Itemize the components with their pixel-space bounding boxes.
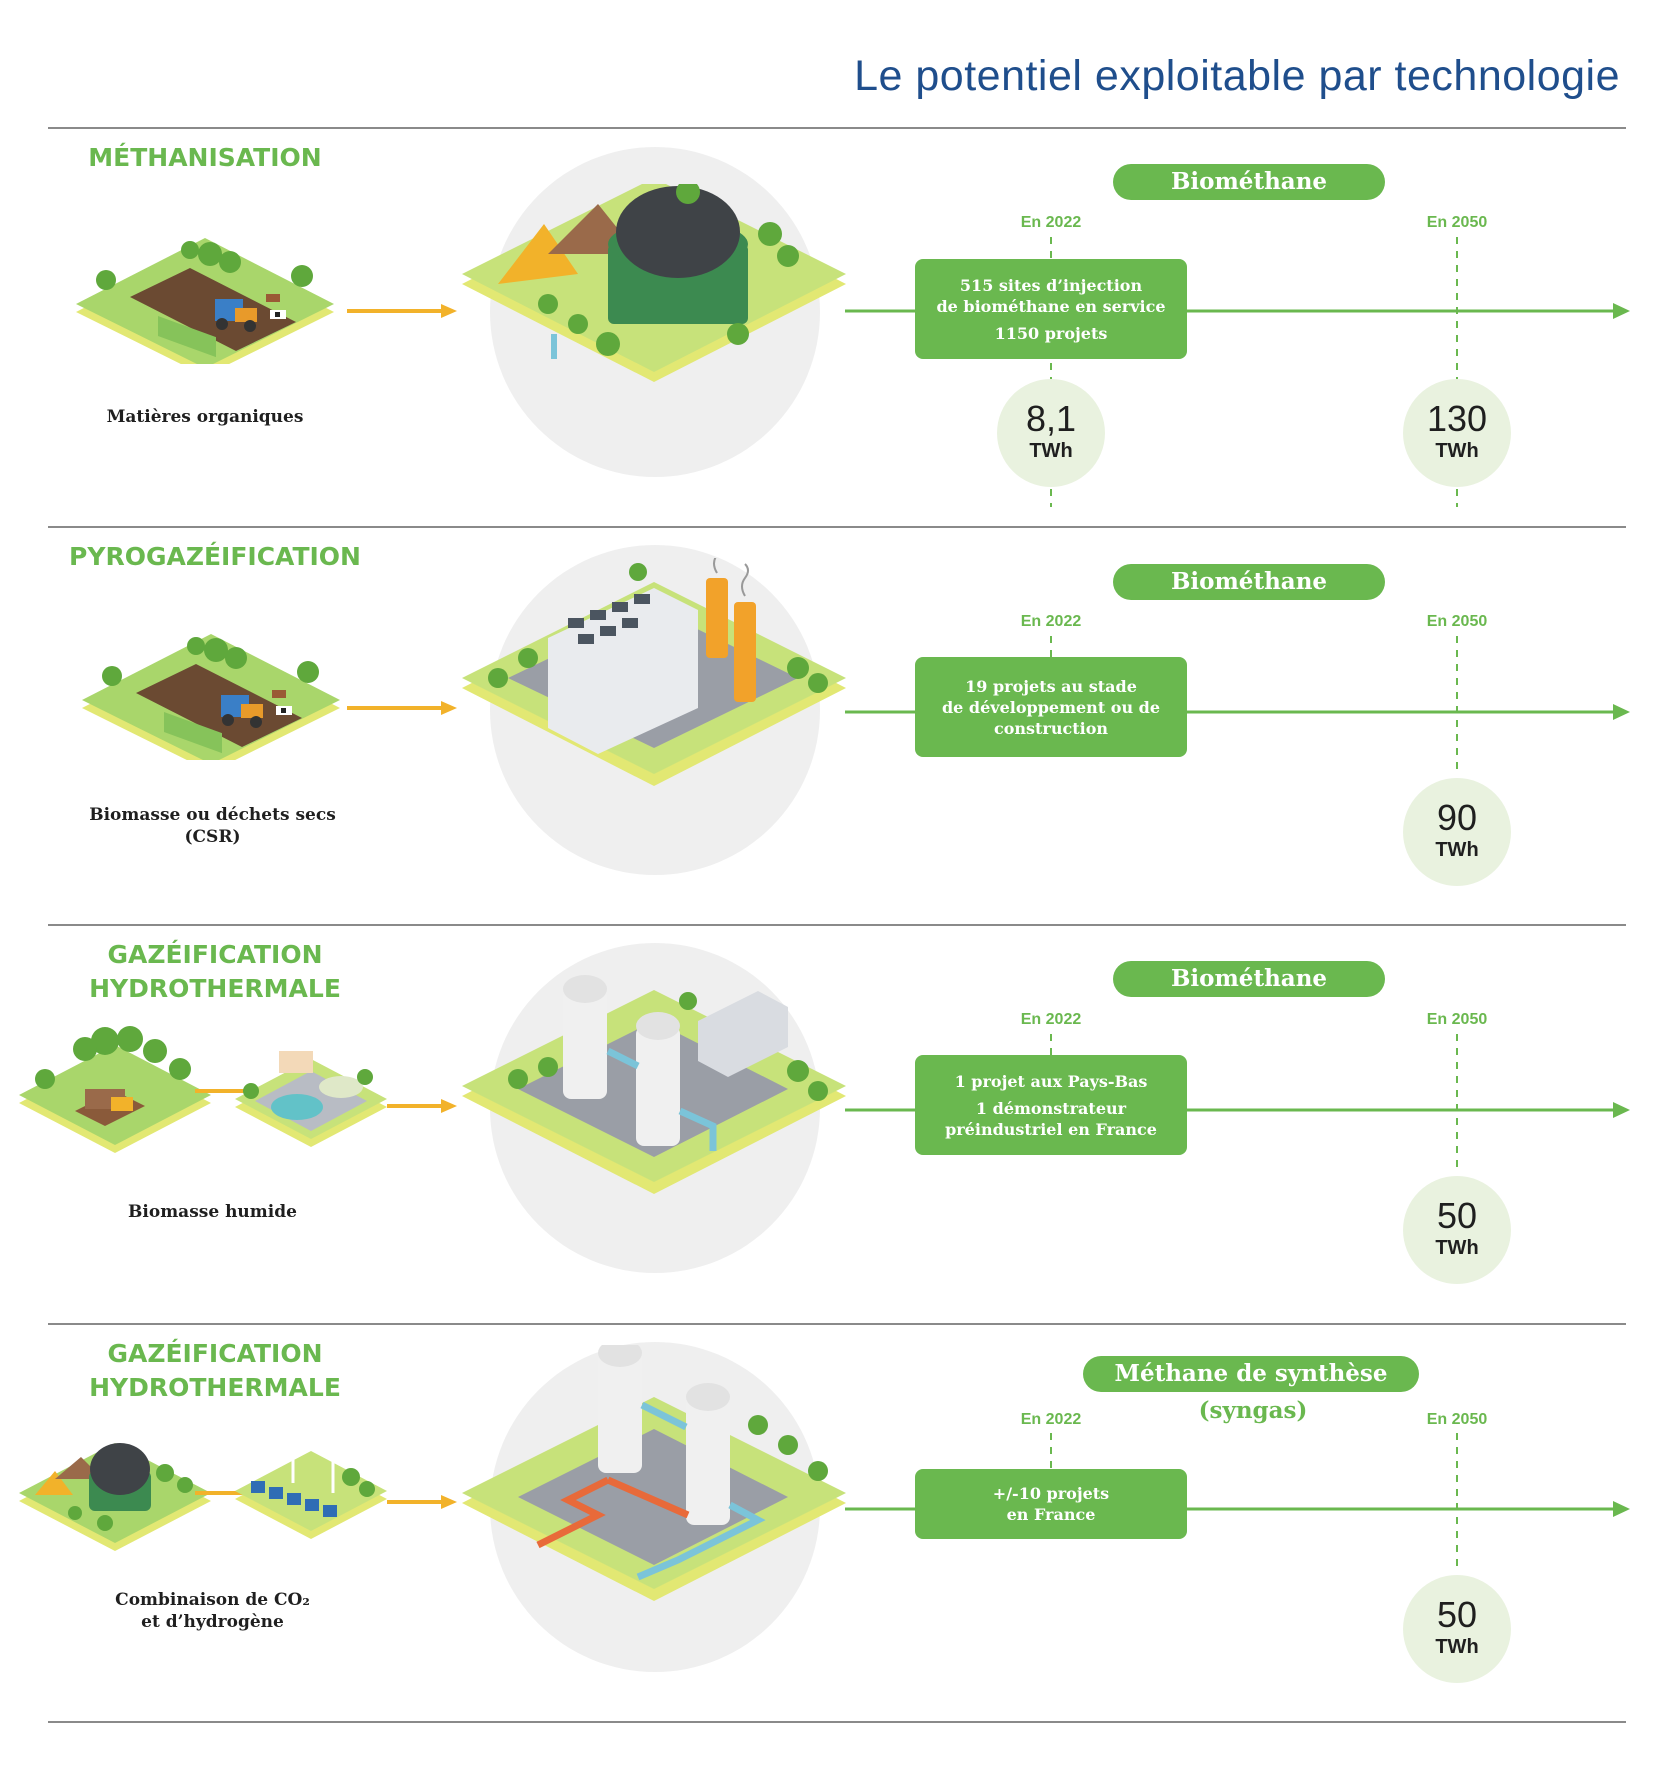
- status-box: 515 sites d’injection de biométhane en s…: [915, 259, 1187, 359]
- methanizer-and-renewables-icon: [19, 1413, 387, 1551]
- year-label: En 2050: [1426, 1011, 1488, 1028]
- value-unit: TWh: [1435, 440, 1479, 462]
- status-box: 1 projet aux Pays-Bas 1 démonstrateur pr…: [915, 1055, 1187, 1155]
- hydrothermal-plant-icon: [462, 975, 846, 1194]
- timeline-tick: [1050, 1433, 1052, 1473]
- arrow-icon: [387, 1099, 457, 1113]
- timeline-tick: [1456, 1433, 1458, 1573]
- divider: [48, 924, 1626, 926]
- section-title: GAZÉIFICATION HYDROTHERMALE: [89, 940, 341, 1003]
- section-methane-de-synthese: GAZÉIFICATION HYDROTHERMALE Combinaison …: [0, 1325, 1667, 1722]
- status-line: en France: [1006, 1505, 1096, 1524]
- value-unit: TWh: [1435, 1237, 1479, 1259]
- value-number: 130: [1426, 398, 1488, 439]
- timeline-tick: [1456, 1034, 1458, 1174]
- year-label: En 2022: [1020, 214, 1082, 231]
- output-sublabel: (syngas): [1198, 1397, 1308, 1424]
- value-number: 50: [1436, 1195, 1478, 1236]
- status-line: 1 projet aux Pays-Bas: [954, 1071, 1148, 1091]
- arrow-icon: [387, 1495, 457, 1509]
- section-gazeification-hydrothermale: GAZÉIFICATION HYDROTHERMALE Biomasse hum…: [0, 926, 1667, 1323]
- arrow-icon: [347, 304, 457, 318]
- value-badge: 8,1 TWh: [997, 379, 1105, 487]
- status-box: 19 projets au stade de développement ou …: [915, 657, 1187, 757]
- divider: [48, 1721, 1626, 1723]
- section-pyrogazeification: PYROGAZÉIFICATION Biomasse ou déchets se…: [0, 528, 1667, 925]
- value-badge: 50 TWh: [1403, 1575, 1511, 1683]
- year-label: En 2050: [1426, 613, 1488, 630]
- divider: [48, 1323, 1626, 1325]
- status-line: préindustriel en France: [945, 1119, 1157, 1139]
- value-number: 50: [1436, 1594, 1478, 1635]
- year-label: En 2050: [1426, 1411, 1488, 1428]
- year-label: En 2022: [1020, 613, 1082, 630]
- arrow-icon: [347, 701, 457, 715]
- divider: [48, 127, 1626, 129]
- status-line: 515 sites d’injection: [959, 275, 1143, 295]
- section-methanisation: MÉTHANISATION Matières organiques: [0, 129, 1667, 526]
- year-label: En 2022: [1020, 1411, 1082, 1428]
- year-label: En 2022: [1020, 1011, 1082, 1028]
- farm-tractor-icon: [76, 238, 334, 364]
- output-label: Biométhane: [1113, 564, 1385, 600]
- gasification-plant-icon: [462, 558, 846, 786]
- status-line: de biométhane en service: [936, 296, 1166, 316]
- input-label: Biomasse humide: [128, 1202, 297, 1222]
- year-label: En 2050: [1426, 214, 1488, 231]
- status-box: +/-10 projets en France: [915, 1469, 1187, 1539]
- status-line: 1150 projets: [994, 323, 1108, 343]
- value-unit: TWh: [1435, 1636, 1479, 1658]
- section-title: MÉTHANISATION: [88, 143, 322, 172]
- output-label: Biométhane: [1113, 164, 1385, 200]
- value-badge: 130 TWh: [1403, 379, 1511, 487]
- status-line: +/-10 projets: [992, 1484, 1110, 1503]
- status-line: de développement ou de: [941, 697, 1161, 717]
- farm-tractor-icon: [82, 634, 340, 760]
- page-title: Le potentiel exploitable par technologie: [854, 52, 1620, 100]
- input-label: Combinaison de CO₂ et d’hydrogène: [115, 1590, 310, 1632]
- methanation-plant-icon: [462, 1345, 846, 1601]
- methanizer-icon: [462, 184, 846, 382]
- value-number: 8,1: [1025, 398, 1077, 439]
- input-label: Biomasse ou déchets secs (CSR): [89, 805, 336, 847]
- value-unit: TWh: [1435, 839, 1479, 861]
- output-label: Méthane de synthèse: [1083, 1356, 1419, 1392]
- input-label: Matières organiques: [106, 407, 304, 427]
- status-line: construction: [993, 718, 1109, 738]
- timeline-tick: [1456, 636, 1458, 776]
- section-title: GAZÉIFICATION HYDROTHERMALE: [89, 1339, 341, 1402]
- divider: [48, 526, 1626, 528]
- value-badge: 90 TWh: [1403, 778, 1511, 886]
- status-line: 1 démonstrateur: [975, 1098, 1127, 1118]
- output-label: Biométhane: [1113, 961, 1385, 997]
- value-badge: 50 TWh: [1403, 1176, 1511, 1284]
- timeline-tick: [1050, 1034, 1052, 1056]
- farm-and-water-treatment-icon: [19, 1026, 387, 1153]
- section-title: PYROGAZÉIFICATION: [69, 542, 361, 571]
- value-number: 90: [1436, 797, 1478, 838]
- status-line: 19 projets au stade: [965, 676, 1137, 696]
- value-unit: TWh: [1029, 440, 1073, 462]
